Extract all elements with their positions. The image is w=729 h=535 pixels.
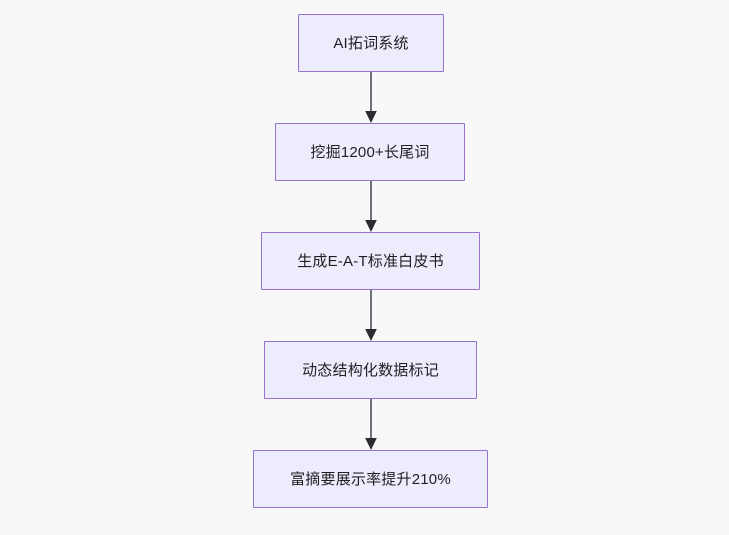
node-label: 挖掘1200+长尾词 bbox=[310, 143, 430, 161]
node-label: AI拓词系统 bbox=[333, 34, 409, 52]
edge-n1-n2 bbox=[365, 72, 377, 123]
node-label: 生成E-A-T标准白皮书 bbox=[297, 252, 444, 270]
edge-n3-n4 bbox=[365, 290, 377, 341]
flowchart-node-dynamic-structured-data-markup[interactable]: 动态结构化数据标记 bbox=[264, 341, 477, 399]
flowchart-node-mine-longtail-keywords[interactable]: 挖掘1200+长尾词 bbox=[275, 123, 465, 181]
flowchart-node-ai-keyword-system[interactable]: AI拓词系统 bbox=[298, 14, 444, 72]
flowchart-node-generate-eat-whitepaper[interactable]: 生成E-A-T标准白皮书 bbox=[261, 232, 480, 290]
edge-n4-n5 bbox=[365, 399, 377, 450]
edge-n2-n3 bbox=[365, 181, 377, 232]
flowchart-node-rich-snippet-impression-lift[interactable]: 富摘要展示率提升210% bbox=[253, 450, 488, 508]
node-label: 动态结构化数据标记 bbox=[302, 361, 439, 379]
node-label: 富摘要展示率提升210% bbox=[290, 470, 451, 488]
